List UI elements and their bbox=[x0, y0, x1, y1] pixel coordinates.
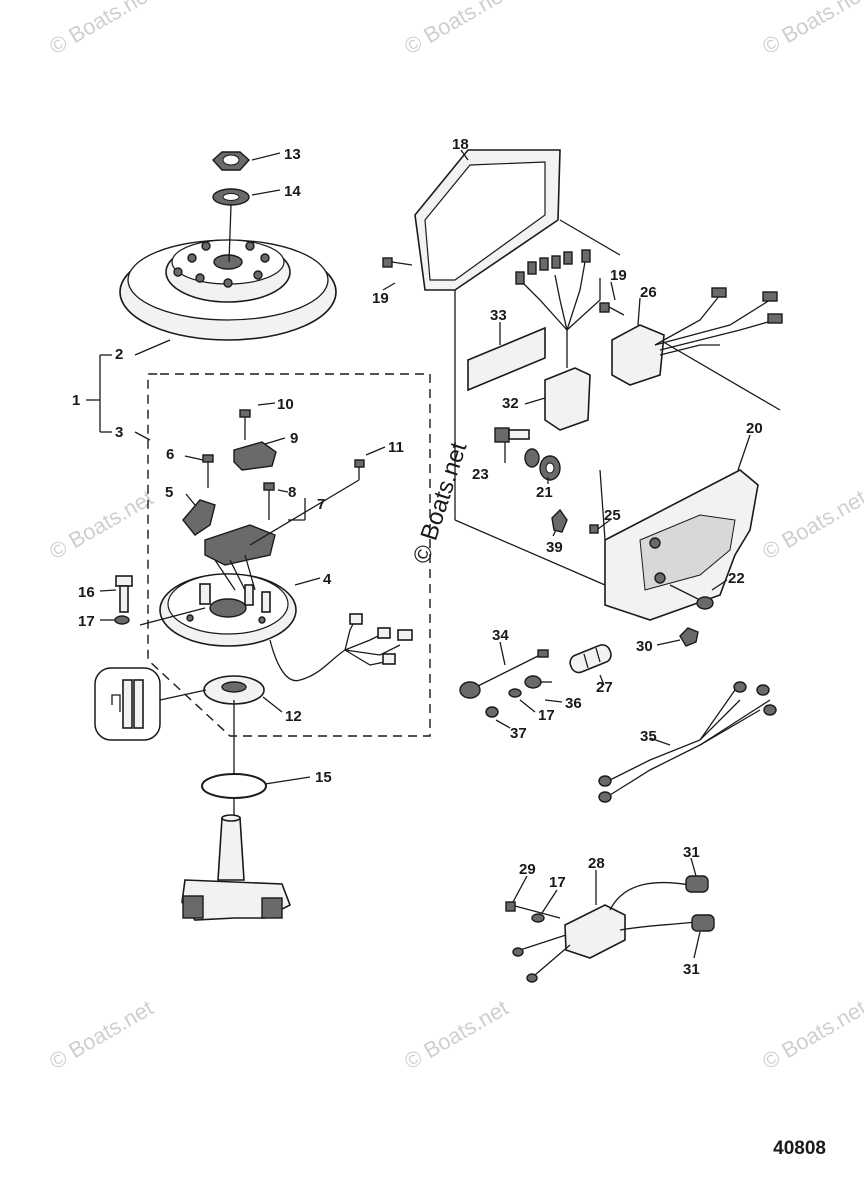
label-2: 2 bbox=[115, 346, 123, 363]
harness-35 bbox=[598, 681, 777, 803]
module-26 bbox=[611, 287, 783, 386]
label-30: 30 bbox=[636, 638, 653, 655]
label-18: 18 bbox=[452, 136, 469, 153]
label-11: 11 bbox=[388, 439, 404, 456]
washer-17 bbox=[114, 615, 130, 625]
label-5: 5 bbox=[165, 484, 173, 501]
screw-19 bbox=[382, 257, 625, 316]
label-1: 1 bbox=[72, 392, 80, 409]
watermark: © Boats.net bbox=[45, 485, 157, 564]
label-12: 12 bbox=[285, 708, 302, 725]
label-35: 35 bbox=[640, 728, 657, 745]
watermark-center: © Boats.net bbox=[408, 439, 473, 567]
label-13: 13 bbox=[284, 146, 301, 163]
screw-36 bbox=[524, 675, 552, 689]
label-31: 31 bbox=[683, 844, 700, 861]
bolt-23 bbox=[494, 427, 530, 443]
label-17: 17 bbox=[538, 707, 555, 724]
leader-line bbox=[737, 434, 751, 471]
leader-line bbox=[460, 149, 469, 161]
screw-29 bbox=[505, 901, 561, 919]
washer-17 bbox=[508, 688, 522, 698]
label-15: 15 bbox=[315, 769, 332, 786]
label-6: 6 bbox=[166, 446, 174, 463]
watermark: © Boats.net bbox=[400, 0, 512, 59]
item-9-part bbox=[233, 441, 277, 471]
label-16: 16 bbox=[78, 584, 95, 601]
leader-line bbox=[599, 469, 606, 541]
mount-outline bbox=[454, 219, 781, 586]
flywheel-washer bbox=[212, 188, 250, 206]
sleeve-27 bbox=[569, 644, 612, 674]
stator-assembly-box bbox=[147, 373, 431, 737]
label-19: 19 bbox=[610, 267, 627, 284]
item-5-bracket bbox=[182, 499, 216, 536]
seal-detail-bubble bbox=[94, 667, 207, 741]
nut-30 bbox=[679, 627, 699, 647]
stator-harness bbox=[269, 613, 413, 682]
label-4: 4 bbox=[323, 571, 332, 588]
o-ring bbox=[201, 773, 267, 799]
label-37: 37 bbox=[510, 725, 527, 742]
label-10: 10 bbox=[277, 396, 294, 413]
label-7: 7 bbox=[317, 496, 325, 513]
label-19: 19 bbox=[372, 290, 389, 307]
grommet bbox=[539, 455, 561, 481]
crankshaft-base bbox=[181, 814, 292, 921]
watermark: © Boats.net bbox=[758, 995, 864, 1074]
watermark: © Boats.net bbox=[45, 0, 157, 59]
label-3: 3 bbox=[115, 424, 123, 441]
label-26: 26 bbox=[640, 284, 657, 301]
bracket-item-1 bbox=[86, 339, 171, 441]
label-25: 25 bbox=[604, 507, 621, 524]
washer-21 bbox=[524, 448, 540, 468]
module-32 bbox=[515, 249, 601, 431]
label-29: 29 bbox=[519, 861, 536, 878]
screws-stator bbox=[202, 409, 365, 520]
screw-22 bbox=[669, 584, 714, 610]
ignition-coil-28 bbox=[512, 875, 715, 983]
washer-37 bbox=[485, 706, 499, 718]
figure-number: 40808 bbox=[773, 1138, 826, 1159]
label-32: 32 bbox=[502, 395, 519, 412]
flywheel-nut bbox=[212, 151, 250, 171]
bracket-20 bbox=[604, 469, 759, 621]
leader-line bbox=[228, 204, 232, 263]
washer-17 bbox=[531, 913, 545, 923]
stator-plate bbox=[159, 573, 297, 647]
label-8: 8 bbox=[288, 484, 296, 501]
oil-seal bbox=[203, 675, 265, 705]
watermark: © Boats.net bbox=[400, 995, 512, 1074]
label-17: 17 bbox=[78, 613, 95, 630]
label-31: 31 bbox=[683, 961, 700, 978]
bolt-16 bbox=[115, 575, 133, 613]
label-28: 28 bbox=[588, 855, 605, 872]
label-14: 14 bbox=[284, 183, 301, 200]
label-9: 9 bbox=[290, 430, 298, 447]
leader-line bbox=[139, 607, 206, 626]
label-33: 33 bbox=[490, 307, 507, 324]
flywheel bbox=[119, 239, 337, 341]
label-23: 23 bbox=[472, 466, 489, 483]
leader-lines bbox=[99, 152, 728, 959]
part-labels: 1 2 3 4 5 6 7 8 9 10 11 12 13 14 15 16 1… bbox=[72, 136, 763, 978]
watermark: © Boats.net bbox=[758, 0, 864, 59]
decal bbox=[467, 326, 546, 392]
part-39 bbox=[551, 508, 568, 533]
watermark: © Boats.net bbox=[45, 995, 157, 1074]
label-36: 36 bbox=[565, 695, 582, 712]
watermark: © Boats.net bbox=[758, 485, 864, 564]
label-17: 17 bbox=[549, 874, 566, 891]
switch-34 bbox=[459, 649, 549, 699]
label-21: 21 bbox=[536, 484, 553, 501]
label-20: 20 bbox=[746, 420, 763, 437]
label-39: 39 bbox=[546, 539, 563, 556]
label-34: 34 bbox=[492, 627, 509, 644]
cover bbox=[414, 149, 561, 291]
trigger-coil bbox=[204, 524, 276, 591]
label-27: 27 bbox=[596, 679, 613, 696]
screw-25 bbox=[589, 524, 599, 534]
label-22: 22 bbox=[728, 570, 745, 587]
